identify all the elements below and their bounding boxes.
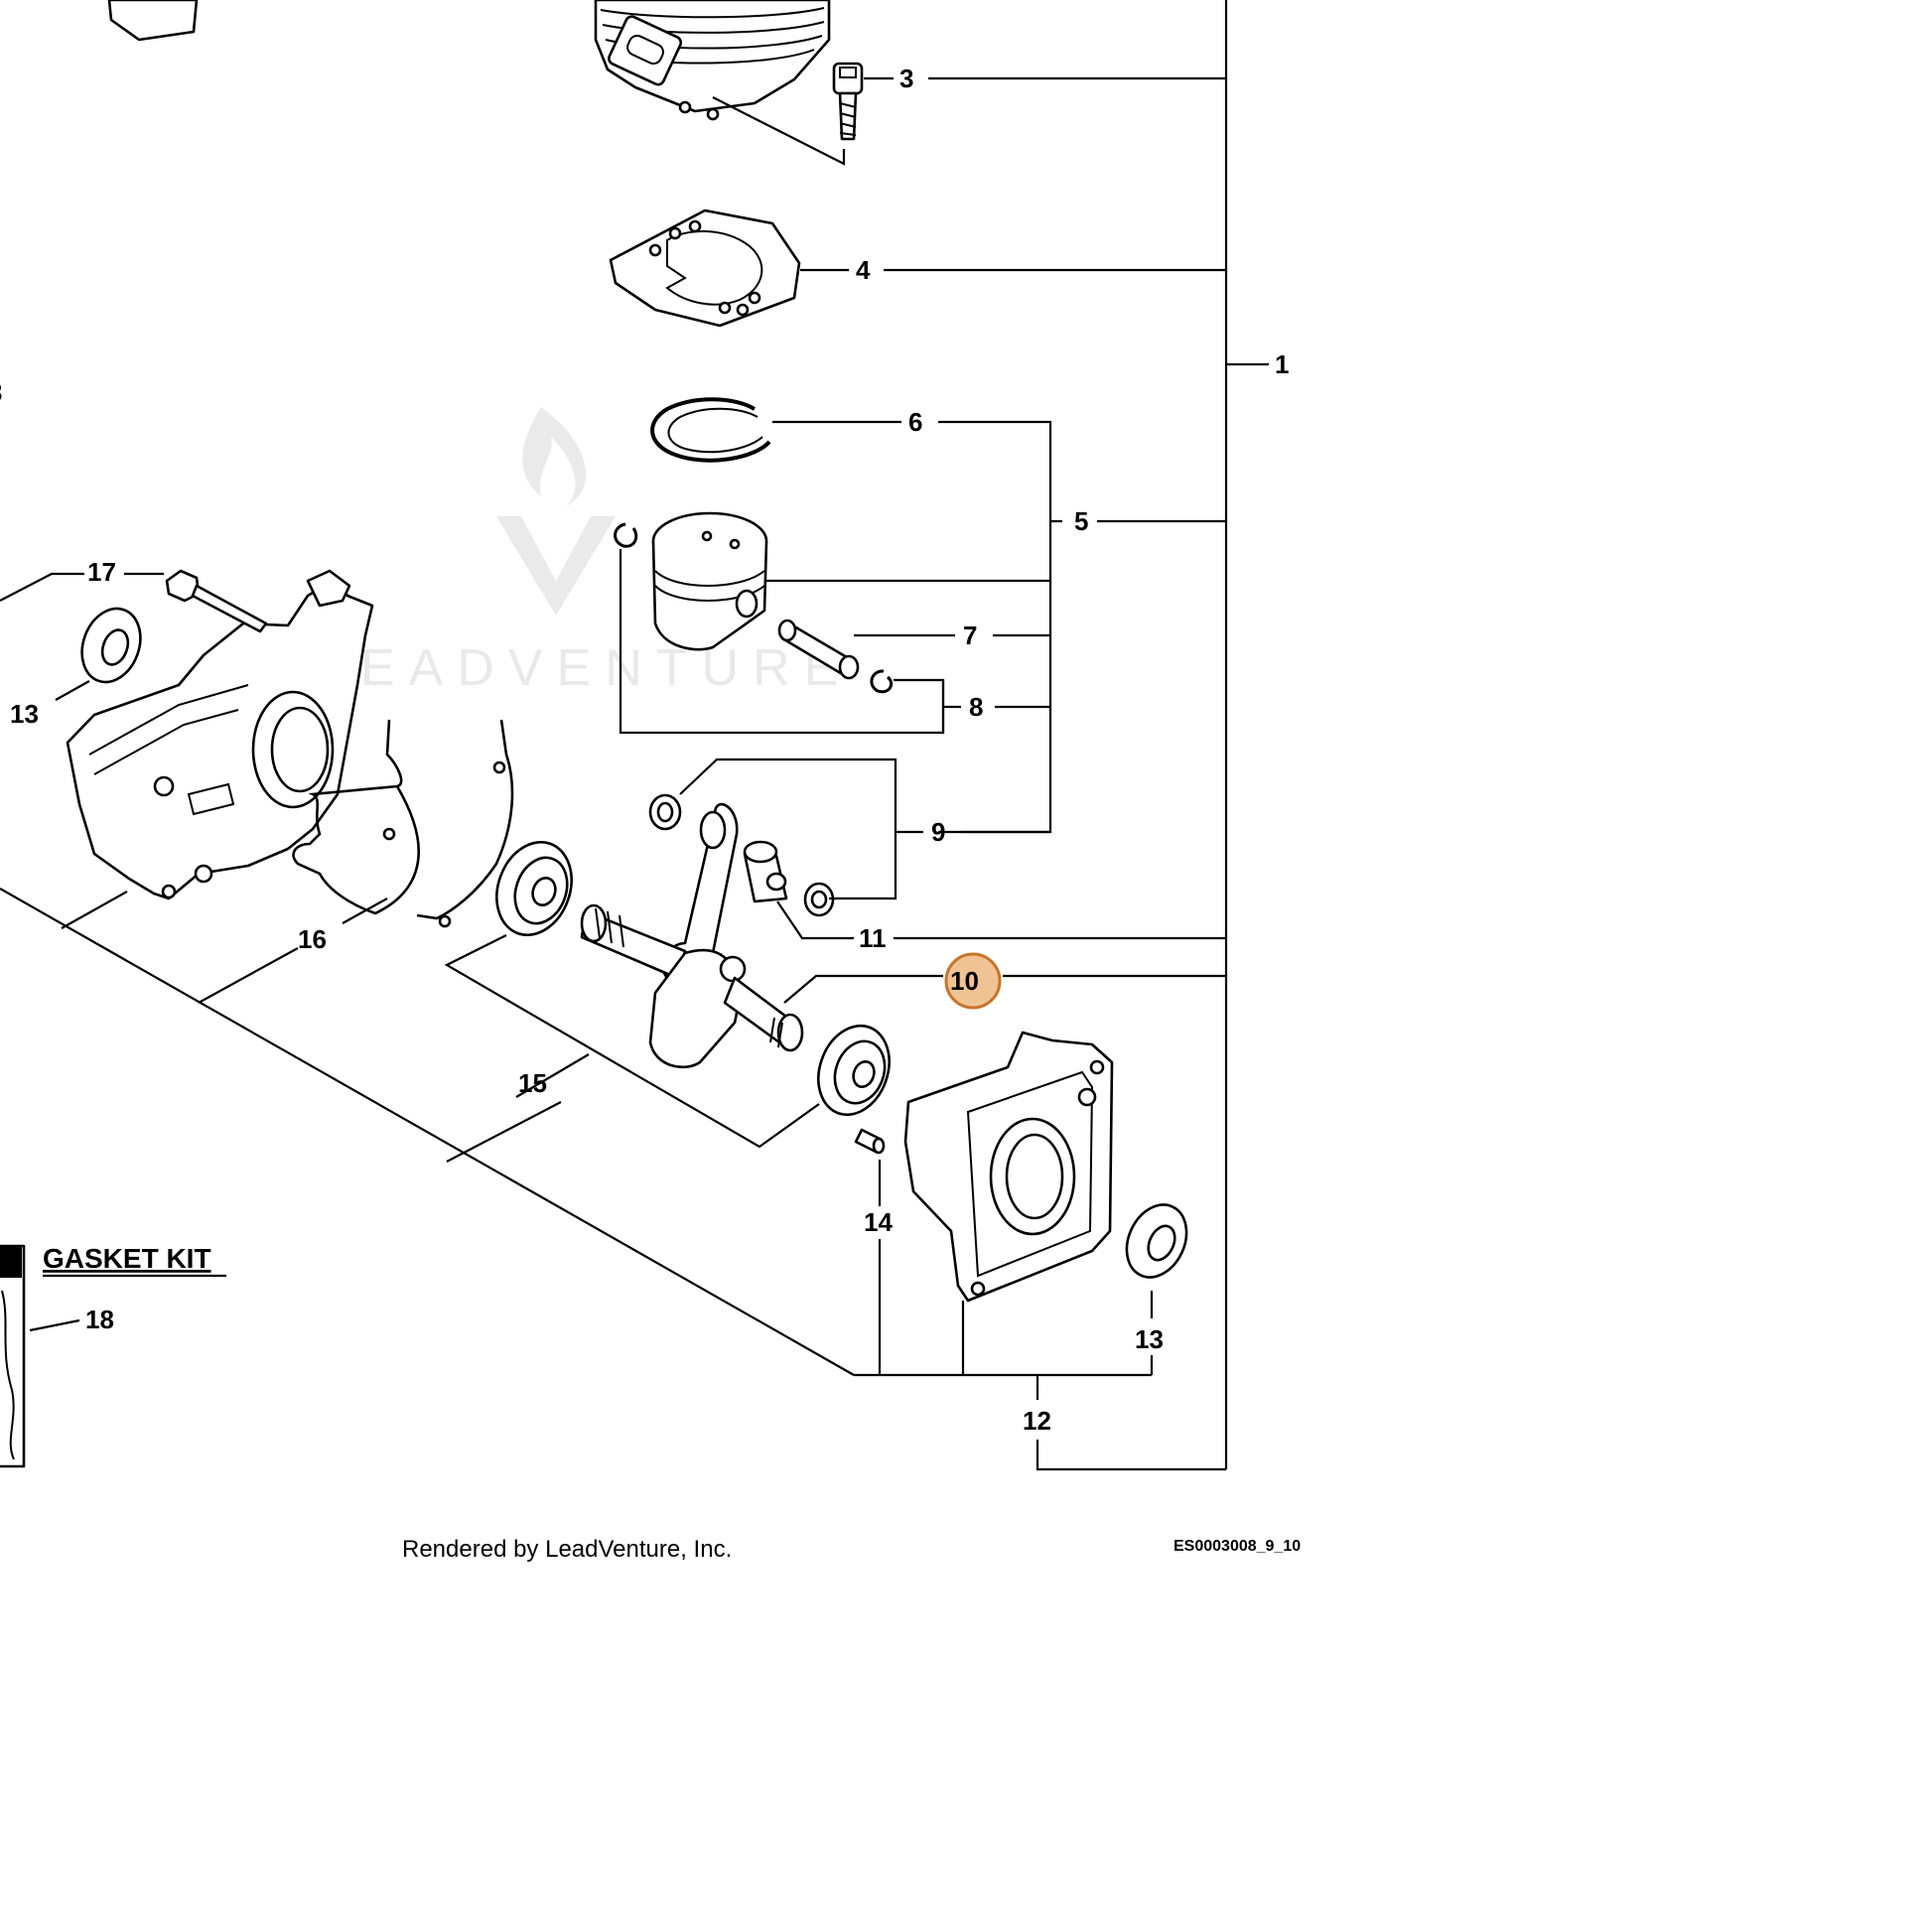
hotspot-marker[interactable] <box>944 952 1002 1010</box>
piston-circlip-right-part[interactable] <box>870 669 894 694</box>
piston-pin-part[interactable] <box>777 619 860 680</box>
needle-bearing-washer-bottom-part[interactable] <box>803 882 835 917</box>
piston-circlip-left-part[interactable] <box>614 522 638 548</box>
diagram-code: ES0003008_9_10 <box>1173 1538 1301 1555</box>
callout-17[interactable]: 17 <box>87 557 116 587</box>
muffler-part[interactable] <box>107 0 199 42</box>
gasket-kit-box[interactable] <box>0 1244 26 1468</box>
oil-seal-right-part[interactable] <box>1116 1195 1198 1288</box>
callout-13-left[interactable]: 13 <box>10 699 39 729</box>
cylinder-part[interactable] <box>594 0 831 121</box>
piston-ring-part[interactable] <box>650 397 771 463</box>
rendered-by-credit: Rendered by LeadVenture, Inc. <box>402 1536 732 1563</box>
crankcase-gasket-part[interactable] <box>292 719 514 928</box>
callout-3-cropped[interactable]: 3 <box>0 377 2 407</box>
callout-10[interactable]: 10 <box>950 966 979 996</box>
main-bearing-left-part[interactable] <box>484 832 584 946</box>
callout-14[interactable]: 14 <box>864 1207 893 1237</box>
cylinder-bolt-part[interactable] <box>832 62 864 141</box>
callout-18[interactable]: 18 <box>85 1305 114 1334</box>
callout-1[interactable]: 1 <box>1275 349 1289 379</box>
callout-12[interactable]: 12 <box>1023 1406 1051 1436</box>
callout-11[interactable]: 11 <box>859 923 887 953</box>
leadventure-watermark: LEADVENTURE <box>318 407 852 697</box>
needle-bearing-part[interactable] <box>743 840 788 903</box>
cylinder-gasket-part[interactable] <box>609 208 801 328</box>
callout-16[interactable]: 16 <box>298 924 327 954</box>
crankcase-dowel-pin-part[interactable] <box>854 1128 886 1155</box>
callout-9[interactable]: 9 <box>931 817 945 847</box>
piston-part[interactable] <box>651 511 768 651</box>
callout-4[interactable]: 4 <box>856 255 871 285</box>
callout-7[interactable]: 7 <box>963 621 977 650</box>
needle-bearing-washer-top-part[interactable] <box>648 793 682 831</box>
crankcase-left-part[interactable] <box>66 569 374 900</box>
callout-13-right[interactable]: 13 <box>1135 1324 1164 1354</box>
callout-8[interactable]: 8 <box>969 692 983 722</box>
crankcase-right-part[interactable] <box>903 1031 1114 1303</box>
watermark-text: LEADVENTURE <box>318 639 852 697</box>
callout-15[interactable]: 15 <box>518 1068 547 1098</box>
callout-5[interactable]: 5 <box>1074 506 1088 536</box>
oil-seal-left-part[interactable] <box>72 601 151 691</box>
crankshaft-part[interactable] <box>580 802 804 1069</box>
callout-3[interactable]: 3 <box>899 64 913 93</box>
gasket-kit-heading: GASKET KIT <box>43 1243 211 1274</box>
callout-10-hotspot[interactable]: 10 <box>944 952 1002 1010</box>
callout-6[interactable]: 6 <box>908 407 922 437</box>
crankcase-bolt-part[interactable] <box>165 569 268 633</box>
main-bearing-right-part[interactable] <box>806 1016 900 1125</box>
